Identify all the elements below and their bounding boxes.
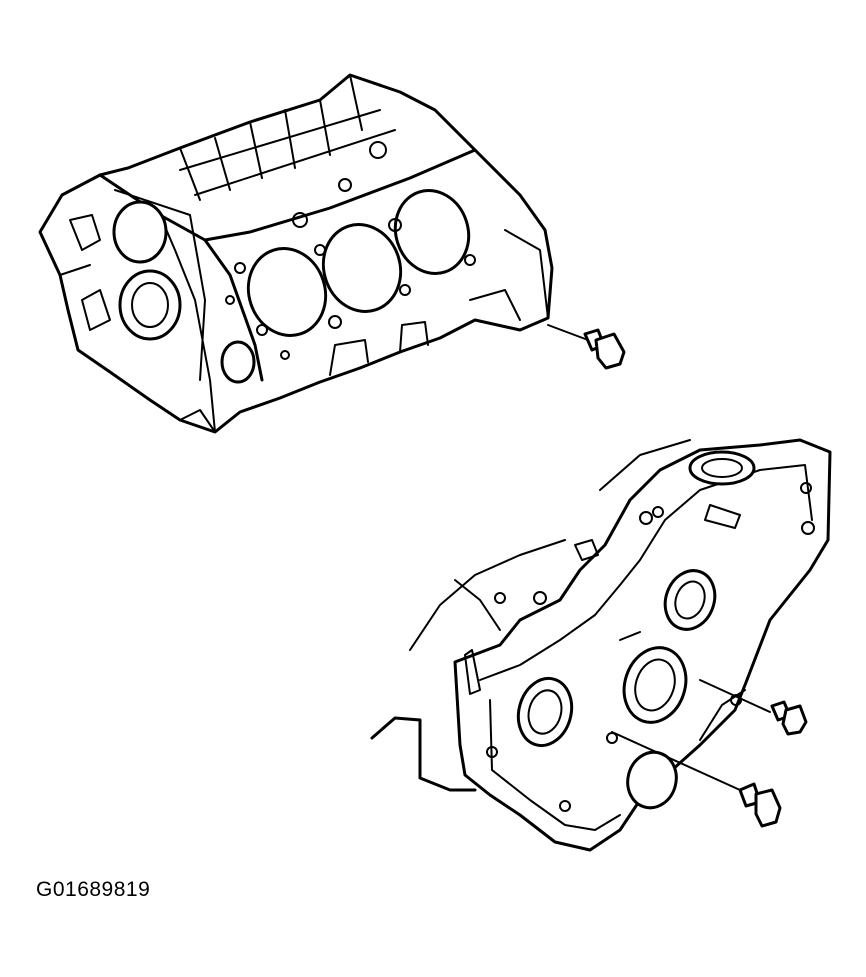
camshaft-bore	[112, 200, 168, 264]
block-bolt	[547, 324, 626, 370]
figure-id-label: G01689819	[36, 878, 151, 901]
cover-bore-upper	[663, 569, 717, 631]
front-seal-ring	[220, 340, 256, 384]
cover-bolt-1	[699, 679, 808, 736]
cylinder-bore-1	[246, 247, 328, 337]
cylinder-bore-3	[393, 189, 471, 275]
engine-block	[38, 73, 554, 434]
front-oil-bore	[118, 269, 182, 341]
front-cover	[370, 438, 832, 852]
head-bolt-holes	[225, 141, 476, 360]
cover-bolt-2	[611, 731, 782, 828]
cylinder-bore-2	[321, 223, 403, 313]
top-boss	[688, 450, 756, 486]
